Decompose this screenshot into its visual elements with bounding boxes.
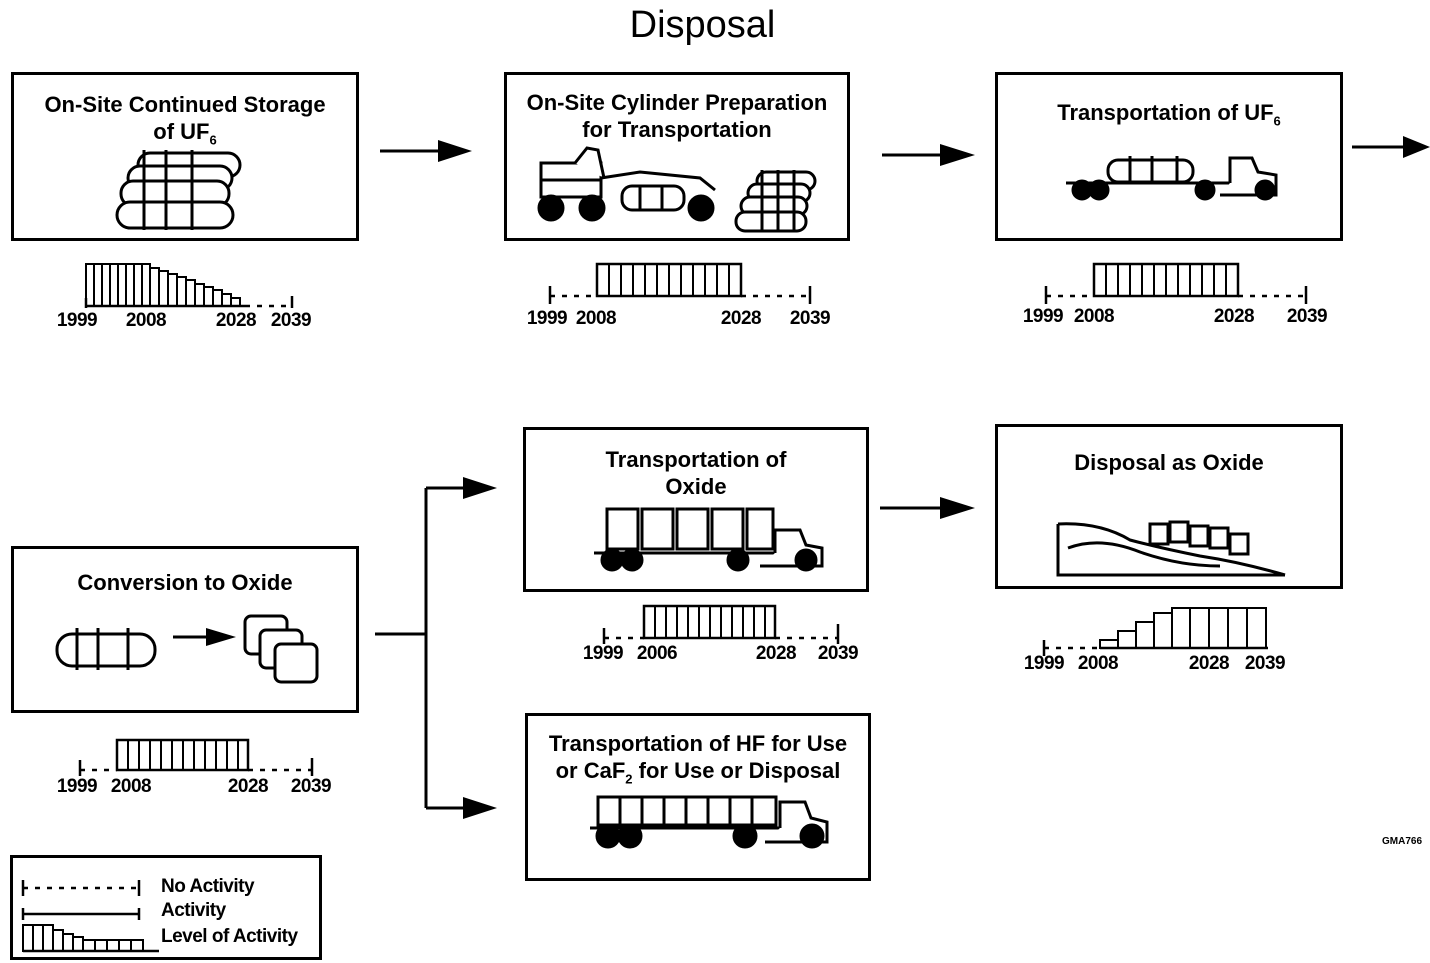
cylinder-stack-small-icon — [734, 170, 817, 233]
arrow-oxide-to-disposal — [880, 497, 975, 519]
storage-year-end: 2039 — [270, 310, 312, 331]
arrow-prep-to-uf6 — [882, 144, 975, 166]
disposal-year-start: 1999 — [1023, 653, 1065, 674]
prep-year-end: 2039 — [789, 308, 831, 329]
diagram-title: Disposal — [629, 4, 776, 46]
box-transport-uf6-title: Transportation of UF6 — [1057, 100, 1281, 129]
box-disposal-oxide-title: Disposal as Oxide — [1074, 450, 1264, 475]
prep-year-activity-start: 2008 — [575, 308, 617, 329]
legend-activity: Activity — [161, 900, 226, 921]
disposal-year-end: 2039 — [1244, 653, 1286, 674]
oxide-transport-year-end: 2039 — [817, 643, 859, 664]
box-transport-oxide-title: Transportation of Oxide — [605, 447, 787, 499]
timeline-storage — [84, 263, 294, 308]
box-cylinder-preparation-title: On-Site Cylinder Preparation for Transpo… — [526, 90, 828, 142]
straddle-carrier-icon — [537, 146, 716, 222]
legend-level-of-activity: Level of Activity — [161, 926, 298, 947]
landfill-icon — [1056, 520, 1286, 577]
legend-no-activity: No Activity — [161, 876, 255, 897]
storage-year-activity-start: 2008 — [125, 310, 167, 331]
box-onsite-storage-title: On-Site Continued Storage of UF6 — [44, 92, 326, 148]
uf6-year-end: 2039 — [1286, 306, 1328, 327]
flatbed-truck-icon — [590, 795, 829, 849]
legend: No Activity Activity Level of Activity — [10, 855, 322, 960]
conversion-year-end: 2039 — [290, 776, 332, 797]
figure-code: GMA766 — [1382, 836, 1423, 847]
conversion-year-start: 1999 — [56, 776, 98, 797]
timeline-prep — [548, 262, 812, 304]
storage-year-activity-end: 2028 — [215, 310, 257, 331]
oxide-transport-year-start: 1999 — [582, 643, 624, 664]
timeline-disposal-oxide — [1042, 607, 1268, 656]
arrow-uf6-offpage — [1352, 136, 1430, 158]
box-conversion-oxide: Conversion to Oxide — [11, 546, 359, 713]
timeline-transport-uf6 — [1044, 262, 1308, 304]
cylinder-truck-icon — [1066, 156, 1278, 201]
arrow-storage-to-prep — [380, 140, 472, 162]
disposal-year-ramp: 2028 — [1188, 653, 1230, 674]
timeline-transport-oxide — [602, 604, 840, 644]
timeline-conversion — [78, 738, 314, 776]
conversion-year-activity-start: 2008 — [110, 776, 152, 797]
uf6-year-activity-end: 2028 — [1213, 306, 1255, 327]
arrow-conversion-branch — [375, 477, 497, 819]
box-conversion-oxide-title: Conversion to Oxide — [77, 570, 293, 595]
container-truck-icon — [594, 507, 824, 572]
uf6-year-activity-start: 2008 — [1073, 306, 1115, 327]
oxide-transport-year-activity-end: 2028 — [755, 643, 797, 664]
box-transport-uf6: Transportation of UF6 — [995, 72, 1343, 241]
prep-year-activity-end: 2028 — [720, 308, 762, 329]
legend-symbols — [21, 880, 159, 953]
conversion-year-activity-end: 2028 — [227, 776, 269, 797]
prep-year-start: 1999 — [526, 308, 568, 329]
disposal-year-activity-start: 2008 — [1077, 653, 1119, 674]
conversion-icon — [55, 614, 319, 684]
storage-year-start: 1999 — [56, 310, 98, 331]
box-transport-hf-title: Transportation of HF for Use or CaF2 for… — [548, 731, 848, 787]
uf6-year-start: 1999 — [1022, 306, 1064, 327]
oxide-transport-year-activity-start: 2006 — [636, 643, 678, 664]
cylinder-stack-icon — [115, 150, 242, 230]
